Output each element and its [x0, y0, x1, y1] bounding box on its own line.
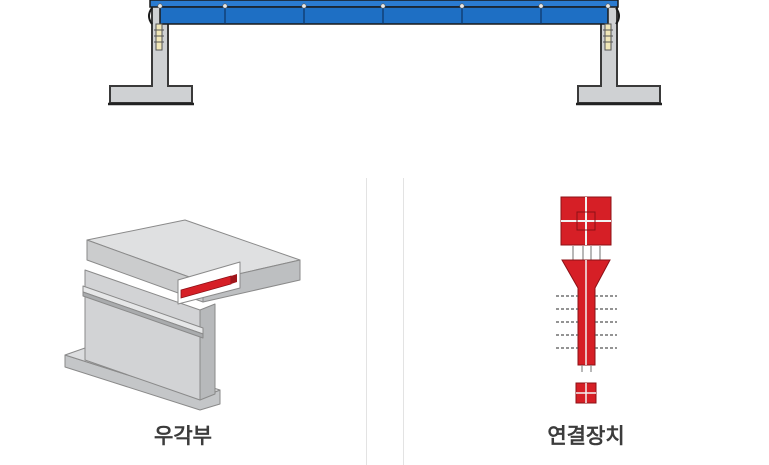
caption-connector-device: 연결장치 [547, 424, 625, 448]
blue-deck [149, 0, 619, 25]
top-plate [560, 196, 612, 246]
bridge-elevation-diagram [108, 0, 662, 106]
caption-corner-joint: 우각부 [154, 424, 212, 448]
connector-stem [561, 259, 611, 366]
divider-left [366, 178, 367, 465]
right-abutment [576, 0, 662, 106]
corner-joint-illustration [64, 219, 301, 411]
bottom-plate [575, 382, 597, 404]
left-connector [148, 7, 164, 51]
left-abutment [108, 0, 194, 106]
red-connector-piece [180, 274, 237, 299]
connector-device-illustration [556, 196, 617, 404]
right-connector [603, 7, 620, 51]
divider-right [403, 178, 404, 465]
